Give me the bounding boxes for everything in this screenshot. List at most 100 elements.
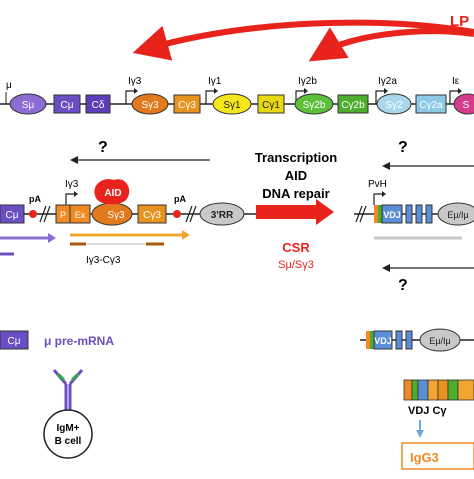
svg-text:Iγ3: Iγ3 bbox=[128, 76, 142, 87]
s-gamma2a-label: Sγ2 bbox=[385, 100, 403, 111]
left-s-gamma3-label: Sγ3 bbox=[107, 210, 125, 221]
right-question-mark-bottom: ? bbox=[398, 277, 408, 294]
left-igamma3-label: Iγ3 bbox=[65, 179, 79, 190]
promoter-igamma2a: Iγ2a bbox=[375, 76, 397, 104]
emu-enhancer bbox=[437, 202, 474, 226]
s-gamma1-region bbox=[212, 93, 252, 115]
center-text-aid: AID bbox=[285, 168, 307, 183]
mrna-c-gamma-4 bbox=[457, 379, 474, 401]
right-vdj-exon bbox=[381, 204, 403, 224]
left-c-mu-exon bbox=[0, 204, 25, 224]
right-break-2 bbox=[359, 205, 367, 223]
bottom-vdj-exon bbox=[373, 330, 393, 350]
left-pa-label-1: pA bbox=[29, 194, 41, 204]
csr-switch-regions-label: Sμ/Sγ3 bbox=[278, 259, 314, 271]
exon-box-label: Ex bbox=[75, 210, 86, 220]
igm-b-cell bbox=[43, 409, 93, 459]
bottom-c-mu-label: Cμ bbox=[8, 336, 21, 347]
lps-label: LP bbox=[450, 13, 469, 30]
mrna-c-gamma-3 bbox=[447, 379, 459, 401]
bottom-emu-label: Eμ/Iμ bbox=[429, 336, 450, 346]
svg-text:Iγ2b: Iγ2b bbox=[298, 76, 317, 87]
c-gamma2a-exon bbox=[415, 94, 447, 114]
bottom-vdj-label: VDJ bbox=[374, 336, 392, 346]
left-break-4 bbox=[189, 205, 197, 223]
c-gamma2b-label: Cγ2b bbox=[341, 100, 365, 111]
c-gamma1-exon bbox=[257, 94, 285, 114]
mrna-dj-blue bbox=[417, 379, 429, 401]
bottom-c-mu-exon bbox=[0, 330, 29, 350]
mu-transcript-arrowhead bbox=[48, 233, 56, 243]
c-delta-exon bbox=[85, 94, 111, 114]
antibody-icon bbox=[52, 369, 84, 414]
svg-text:AID: AID bbox=[104, 188, 121, 199]
promoter-iepsilon: Iε bbox=[449, 76, 462, 104]
aid-enzyme: AID bbox=[94, 179, 130, 205]
center-text-dna-repair: DNA repair bbox=[262, 186, 329, 201]
left-break-3 bbox=[185, 205, 193, 223]
vdj-cgamma-label: VDJ Cγ bbox=[408, 405, 447, 417]
s-gamma2a-region bbox=[376, 93, 412, 115]
svg-text:Iγ1: Iγ1 bbox=[208, 76, 222, 87]
left-igamma3-promoter-head bbox=[74, 191, 78, 197]
j-segment-3 bbox=[425, 204, 433, 224]
s-epsilon-region bbox=[453, 93, 474, 115]
left-break-1 bbox=[39, 205, 47, 223]
right-antisense-arrowhead-top bbox=[382, 162, 390, 170]
lps-arrow-to-igamma3 bbox=[132, 19, 474, 61]
left-break-2 bbox=[43, 205, 51, 223]
vdj-orange-stripe bbox=[374, 205, 378, 223]
mrna-c-gamma-2 bbox=[437, 379, 449, 401]
c-gamma2b-exon bbox=[337, 94, 369, 114]
bottom-j-2 bbox=[405, 330, 413, 350]
s-gamma1-label: Sγ1 bbox=[223, 100, 241, 111]
s-gamma2b-region bbox=[294, 93, 334, 115]
right-question-mark-top: ? bbox=[398, 139, 408, 156]
bottom-j-1 bbox=[395, 330, 403, 350]
pvh-promoter-head bbox=[382, 191, 386, 197]
c-mu-exon bbox=[53, 94, 81, 114]
bottom-vdj-orange bbox=[366, 331, 370, 349]
left-pa-label-2: pA bbox=[174, 194, 186, 204]
promoter-igamma3: Iγ3 bbox=[125, 76, 142, 104]
left-c-mu-label: Cμ bbox=[6, 210, 19, 221]
s-gamma2b-label: Sγ2b bbox=[303, 100, 326, 111]
pvh-promoter bbox=[373, 193, 382, 205]
mrna-c-gamma-1 bbox=[427, 379, 439, 401]
translation-arrowhead bbox=[416, 430, 424, 438]
c-gamma1-label: Cγ1 bbox=[262, 100, 280, 111]
bottom-emu-enhancer bbox=[419, 328, 461, 352]
j-segment-1 bbox=[405, 204, 413, 224]
right-break-1 bbox=[355, 205, 363, 223]
j-segment-2 bbox=[415, 204, 423, 224]
three-prime-rr-label: 3'RR bbox=[211, 210, 234, 221]
igamma3-cgamma3-label: Iγ3-Cγ3 bbox=[86, 255, 121, 266]
mu-fragment-label: μ bbox=[6, 80, 12, 91]
left-pa-site-2 bbox=[173, 210, 181, 218]
c-mu-label: Cμ bbox=[61, 100, 74, 111]
c-delta-label: Cδ bbox=[92, 100, 105, 111]
s-mu-region bbox=[9, 93, 47, 115]
left-c-gamma3-exon bbox=[137, 204, 167, 224]
csr-label: CSR bbox=[282, 240, 310, 255]
promoter-igamma1: Iγ1 bbox=[205, 76, 222, 104]
exon-box bbox=[69, 204, 91, 224]
igm-cell-label: IgM+ bbox=[56, 423, 79, 434]
left-antisense-arrowhead bbox=[70, 156, 78, 164]
csr-big-arrow bbox=[256, 199, 334, 225]
left-pa-site-1 bbox=[29, 210, 37, 218]
bottom-vdj-green bbox=[370, 331, 374, 349]
promoter-box-label: P bbox=[60, 210, 66, 220]
igg3-label: IgG3 bbox=[410, 450, 439, 465]
three-prime-rr bbox=[199, 202, 245, 226]
right-vdj-label: VDJ bbox=[383, 210, 401, 220]
vdj-green-stripe bbox=[378, 205, 382, 223]
pvh-label: PvH bbox=[368, 179, 387, 190]
left-c-gamma3-label: Cγ3 bbox=[143, 210, 161, 221]
s-mu-label: Sμ bbox=[22, 100, 35, 111]
left-question-mark: ? bbox=[98, 139, 108, 156]
c-gamma2a-label: Cγ2a bbox=[419, 100, 443, 111]
c-gamma3-exon bbox=[173, 94, 201, 114]
